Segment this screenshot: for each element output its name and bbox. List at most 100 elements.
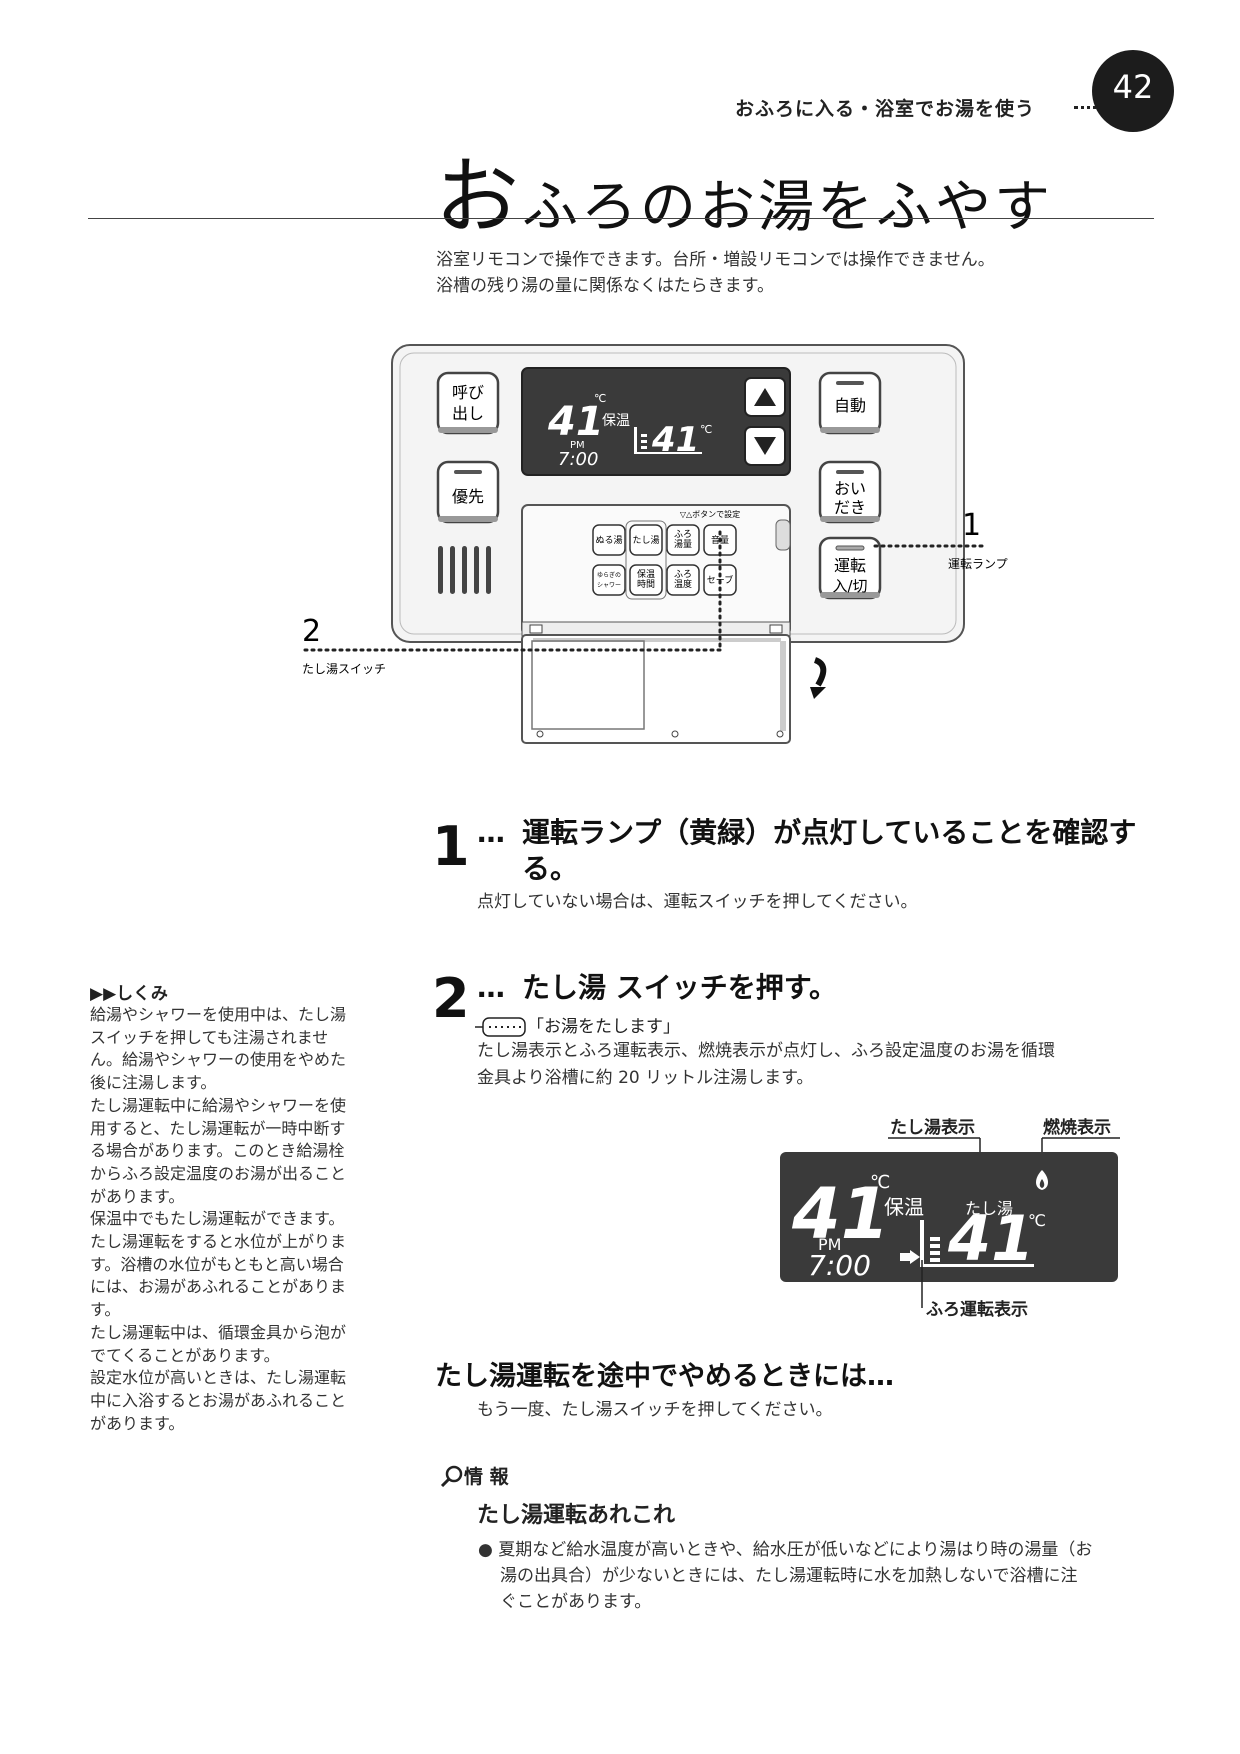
lcd-keep-label: 保温 [602,413,630,429]
lcd-bath-temp-big: 41 [947,1202,1034,1275]
open-lid [521,634,791,744]
tashiyu-highlight [625,520,667,600]
lcd-display-diagram: 41 ℃ 保温 たし湯 PM 7:00 41 ℃ [780,1137,1120,1308]
title-first-char: お [435,148,523,246]
panel-button-label: 温度 [674,578,692,590]
step-1-dots: … [477,816,505,849]
lcd-time-text: 7:00 [808,1249,871,1282]
page-title: おふろのお湯をふやす [435,130,1053,251]
priority-lamp [454,470,482,474]
mechanism-line: 中に入浴するとお湯があふれること [90,1390,347,1410]
combustion-display-label: 燃焼表示 [1043,1118,1111,1138]
panel-button: たし湯 [629,524,663,556]
callout-1-number: 1 [962,508,981,543]
lcd-tashiyu-indicator: たし湯 [965,1199,1013,1218]
panel-button-label: ゆらぎの [597,571,621,579]
up-button [744,377,786,417]
step-2-dots: … [477,971,505,1004]
lcd-panel [780,1152,1118,1282]
callout-2-label: たし湯スイッチ [302,662,386,676]
lcd-pm-text: PM [818,1235,841,1254]
close-lid-arrow-icon [813,657,827,687]
mechanism-line: たし湯運転中は、循環金具から泡が [90,1322,347,1342]
step-2-heading: たし湯 スイッチを押す。 [522,971,837,1004]
stop-text: もう一度、たし湯スイッチを押してください。 [477,1400,833,1420]
mechanism-line: 用すると、たし湯運転が一時中断す [90,1118,346,1138]
auto-button: 自動 [818,371,882,435]
mechanism-line: でてくることがあります。 [90,1345,280,1365]
reheat-button-label-1: おい [834,479,866,498]
panel-button-label: 湯量 [674,539,692,550]
auto-button-label: 自動 [834,396,866,415]
lcd-big-temp: 41 [791,1173,889,1255]
panel-button-label: ふろ [674,529,692,540]
section-title: おふろに入る・浴室でお湯を使う [735,98,1036,120]
call-button-label-1: 呼び [452,383,484,402]
panel-button: ぬる湯 [592,524,626,556]
mechanism-line: たし湯運転中に給湯やシャワーを使 [90,1095,347,1115]
panel-hint: ▽△ボタンで設定 [680,509,740,519]
title-rest: ふろのお湯をふやす [522,175,1054,240]
priority-button: 優先 [436,460,500,524]
power-button-label-1: 運転 [834,556,866,575]
lcd-pm: PM [570,440,585,451]
intro-line-2: 浴槽の残り湯の量に関係なくはたらきます。 [436,276,774,296]
intro-line-1: 浴室リモコンで操作できます。台所・増設リモコンでは操作できません。 [436,250,995,270]
info-bullet-line-2: 湯の出具合）が少ないときには、たし湯運転時に水を加熱しないで浴槽に注 [500,1566,1078,1586]
power-lamp [835,545,865,551]
step-2-text-line-2: 金具より浴槽に約 20 リットル注湯します。 [477,1068,814,1088]
tashiyu-display-label: たし湯表示 [890,1118,975,1138]
speaker-grille [438,546,491,594]
step-1-heading: 運転ランプ（黄緑）が点灯していることを確認す る。 [522,815,1136,887]
panel-button-label: 時間 [637,579,655,590]
mechanism-line: 給湯やシャワーを使用中は、たし湯 [90,1005,347,1024]
mechanism-line: たし湯運転をすると水位が上がりま [90,1232,347,1252]
lcd-bath-temp: 41 [651,420,699,460]
lcd-big-unit: ℃ [870,1172,890,1193]
power-button-label-2: 入/切 [832,577,867,595]
call-button-label-2: 出し [452,404,484,423]
call-button: 呼び 出し [436,371,500,435]
voice-speaker-icon [475,1017,526,1037]
lcd-bath-unit-big: ℃ [1028,1211,1046,1230]
panel-button-label: 保温 [637,568,655,580]
stop-heading: たし湯運転を途中でやめるときには… [435,1361,894,1392]
priority-button-label: 優先 [452,487,484,506]
panel-button-label: ふろ [674,569,692,580]
step-2-text-line-1: たし湯表示とふろ運転表示、燃焼表示が点灯し、ふろ設定温度のお湯を循環 [477,1041,1055,1061]
step-2-number: 2 [432,967,470,1030]
info-bullet-line-1: ● 夏期など給水温度が高いときや、給水圧が低いなどにより湯はり時の湯量（お [478,1540,1093,1560]
mechanism-line: 後に注湯します。 [90,1073,217,1093]
lcd-main-unit: ℃ [594,392,606,405]
mechanism-line: す。浴槽の水位がもともと高い場合 [90,1254,344,1274]
voice-line: 「お湯をたします」 [475,1012,680,1038]
step-1-heading-line-2: る。 [522,852,579,885]
intro-text: 浴室リモコンで操作できます。台所・増設リモコンでは操作できません。 浴槽の残り湯… [436,247,995,299]
header-leader-dots [1074,106,1110,109]
info-bullet-line-3: ぐことがあります。 [500,1592,652,1612]
mechanism-line: スイッチを押しても注湯されませ [90,1027,329,1047]
down-button [744,426,786,466]
panel-button-label: たし湯 [632,535,659,546]
reheat-button: おい だき [818,460,882,524]
info-heading: 情 報 [440,1462,509,1489]
step-1-text: 点灯していない場合は、運転スイッチを押してください。 [477,892,918,912]
power-button: 運転 入/切 [818,536,882,600]
info-subheading: たし湯運転あれこれ [477,1503,676,1528]
remote-control-illustration: 呼び 出し 優先 41 ℃ 保温 PM 7:00 41 ℃ 自動 [302,344,1008,744]
lcd-main-temp: 41 [547,399,604,445]
up-arrow-icon [754,388,776,406]
panel-buttons: ぬる湯たし湯ふろ湯量音量ゆらぎのシャワー保温時間ふろ温度セーブ [592,520,737,600]
lcd-time: 7:00 [558,449,598,470]
mechanism-line: からふろ設定温度のお湯が出ること [90,1163,347,1183]
mechanism-line: 保温中でもたし湯運転ができます。 [90,1209,345,1229]
info-heading-text: 情 報 [464,1466,509,1488]
magnifier-icon [440,1465,463,1488]
page-number: 42 [1092,50,1174,132]
step-2-text: たし湯表示とふろ運転表示、燃焼表示が点灯し、ふろ設定温度のお湯を循環 金具より浴… [477,1038,1055,1092]
mechanism-line: る場合があります。このとき給湯栓 [90,1141,345,1161]
callout-1-label: 運転ランプ [948,557,1008,571]
mechanism-line: には、お湯があふれることがありま [90,1277,347,1297]
